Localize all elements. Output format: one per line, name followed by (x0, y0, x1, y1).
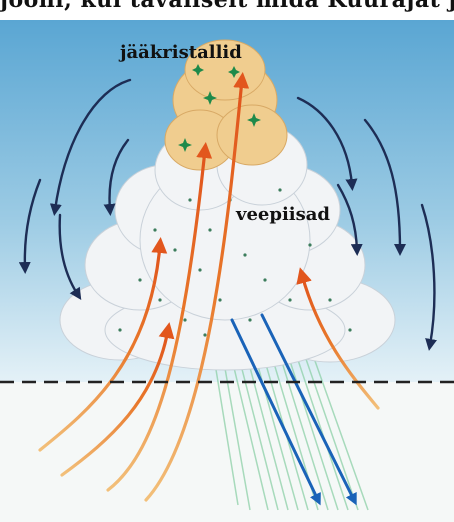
top-caption-text: jooni, kui tavaliselt mida Kuurajat ja (0, 0, 454, 13)
water-droplets-label: veepiisad (236, 204, 330, 225)
ground-area (0, 382, 454, 522)
ice-crystals-label: jääkristallid (120, 42, 242, 63)
